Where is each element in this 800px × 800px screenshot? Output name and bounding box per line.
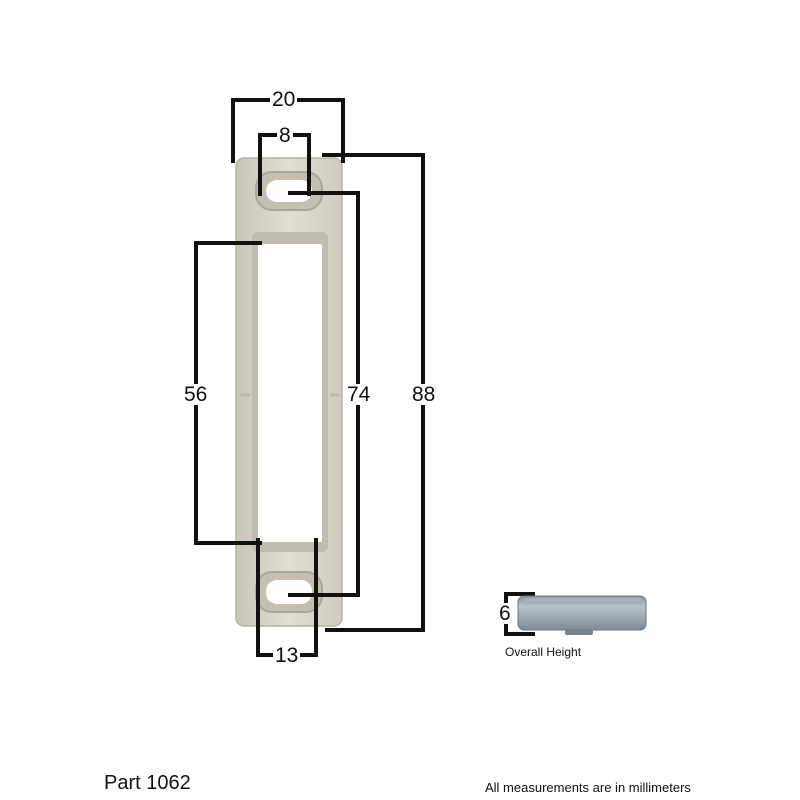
- dim-8-label: 8: [277, 124, 293, 147]
- side-view-part: [517, 595, 647, 635]
- dim-6-label: 6: [497, 602, 513, 625]
- dim-20-label: 20: [270, 88, 298, 111]
- part-number-label: Part 1062: [104, 772, 191, 794]
- dim-88-label: 88: [410, 383, 438, 406]
- dim-56-label: 56: [182, 383, 210, 406]
- dim-74-label: 74: [345, 383, 373, 406]
- overall-height-caption: Overall Height: [505, 645, 582, 659]
- dim-13-label: 13: [273, 644, 301, 667]
- units-note: All measurements are in millimeters: [485, 780, 691, 795]
- strike-plate: [235, 157, 343, 627]
